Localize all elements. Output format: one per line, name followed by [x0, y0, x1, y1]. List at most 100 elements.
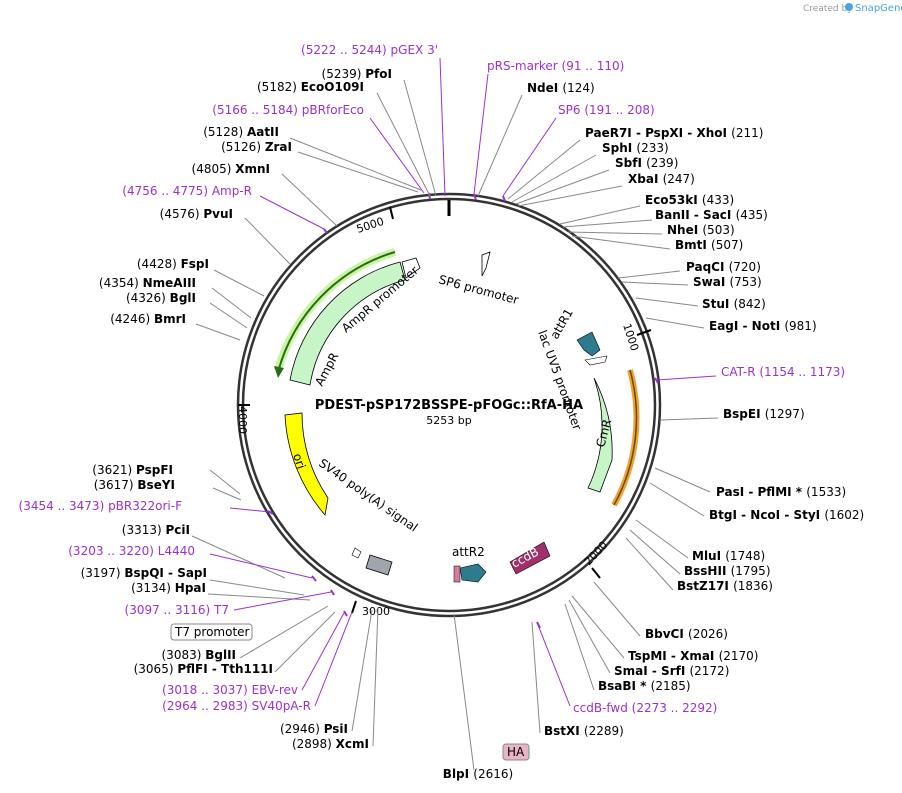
primer-leader-line: [229, 507, 271, 513]
ampr-promoter-arrow: [401, 257, 421, 279]
primer-position: (3454 .. 3473): [19, 499, 109, 513]
enzyme-position: (981): [784, 319, 816, 333]
enzyme-label: NheI (503): [667, 223, 735, 237]
primer-label: (3018 .. 3037) EBV-rev: [162, 683, 298, 697]
enzyme-position: (124): [562, 81, 594, 95]
enzyme-name: PsiI: [324, 722, 348, 736]
enzyme-label: (4246) BmrI: [110, 312, 186, 326]
label-sp6-promoter: SP6 promoter: [437, 272, 520, 307]
enzyme-position: (5126): [221, 140, 265, 154]
enzyme-label: BstXI (2289): [544, 724, 624, 738]
label-sv40: SV40 poly(A) signal: [316, 456, 420, 535]
enzyme-position: (4428): [137, 257, 181, 271]
enzyme-name: BmrI: [154, 312, 186, 326]
enzyme-label: (5128) AatII: [203, 125, 279, 139]
enzyme-label: (5182) EcoO109I: [257, 80, 364, 94]
enzyme-name: PfoI: [365, 67, 392, 81]
primer-leader-line: [314, 611, 353, 707]
enzyme-label: (5239) PfoI: [322, 67, 392, 81]
enzyme-label: SmaI - SrfI (2172): [614, 664, 729, 678]
ha-tag-shape: [453, 565, 461, 583]
enzyme-leader-line: [515, 169, 610, 205]
primer-label: (5166 .. 5184) pBRforEco: [212, 103, 364, 117]
enzyme-label: (3617) BseYI: [94, 478, 175, 492]
enzyme-label: (2898) XcmI: [292, 737, 369, 751]
enzyme-label: BbvCI (2026): [645, 627, 728, 641]
enzyme-leader-line: [209, 579, 305, 596]
enzyme-position: (1795): [731, 564, 771, 578]
primer-label: (4756 .. 4775) Amp-R: [122, 184, 252, 198]
created-by-text: Created by: [803, 4, 853, 14]
enzyme-leader-line: [531, 621, 541, 734]
enzyme-position: (4354): [99, 276, 143, 290]
t7-promoter-box-label: T7 promoter: [174, 625, 250, 639]
enzyme-leader-line: [351, 609, 373, 732]
enzyme-name: BmtI: [675, 238, 711, 252]
enzyme-label: PaqCI (720): [686, 260, 761, 274]
enzyme-position: (435): [736, 208, 768, 222]
enzyme-label: BspEI (1297): [723, 407, 805, 421]
enzyme-label: StuI (842): [702, 297, 766, 311]
enzyme-label: EagI - NotI (981): [709, 319, 817, 333]
ori-shape: [284, 412, 329, 516]
primer-leader-line: [473, 73, 489, 195]
enzyme-leader-line: [477, 94, 523, 197]
label-lines: [191, 57, 719, 771]
primer-label: SP6 (191 .. 208): [558, 103, 655, 117]
enzyme-label: BstZ17I (1836): [677, 579, 773, 593]
enzyme-leader-line: [645, 317, 705, 329]
primer-label: (3097 .. 3116) T7: [125, 603, 229, 617]
enzyme-name: XcmI: [336, 737, 369, 751]
enzyme-name: TspMI - XmaI: [628, 649, 719, 663]
enzyme-leader-line: [562, 219, 653, 228]
plasmid-name: PDEST-pSP172BSSPE-pFOGc::RfA-HA: [315, 398, 583, 413]
enzyme-position: (211): [731, 126, 763, 140]
enzyme-leader-line: [571, 235, 671, 250]
enzyme-leader-line: [629, 529, 681, 575]
enzyme-label: (3621) PspFI: [92, 463, 173, 477]
enzyme-label: (3313) PciI: [122, 523, 190, 537]
enzyme-label: NdeI (124): [527, 81, 595, 95]
enzyme-position: (3083): [162, 648, 206, 662]
enzyme-label: BtgI - NcoI - StyI (1602): [709, 508, 864, 522]
enzyme-name: NheI: [667, 223, 702, 237]
enzyme-leader-line: [274, 611, 336, 673]
enzyme-name: BglII: [205, 648, 236, 662]
primer-label: pRS-marker (91 .. 110): [487, 59, 624, 73]
ha-box-label: HA: [507, 745, 525, 759]
enzyme-leader-line: [621, 281, 689, 286]
t7-promoter-box: [170, 623, 253, 641]
label-texts: (5239) PfoI(5182) EcoO109I(5128) AatII(5…: [19, 43, 865, 781]
primer-position: (91 .. 110): [562, 59, 625, 73]
primer-label: (2964 .. 2983) SV40pA-R: [162, 699, 311, 713]
enzyme-name: MluI: [692, 549, 725, 563]
enzyme-position: (4805): [192, 162, 236, 176]
primer-position: (3097 .. 3116): [125, 603, 215, 617]
enzyme-name: PaqCI: [686, 260, 729, 274]
attr1-shape: [576, 331, 601, 357]
ha-box: [502, 743, 530, 761]
enzyme-position: (2170): [719, 649, 759, 663]
enzyme-position: (247): [663, 172, 695, 186]
primer-name: SP6: [558, 103, 584, 117]
enzyme-position: (3197): [81, 566, 125, 580]
enzyme-name: BspEI: [723, 407, 765, 421]
label-attr2: attR2: [452, 545, 485, 559]
enzyme-name: BbvCI: [645, 627, 688, 641]
primer-name: Amp-R: [212, 184, 252, 198]
enzyme-label: (3197) BspQI - SapI: [81, 566, 207, 580]
sv40-polya-shape: [365, 554, 393, 576]
enzyme-name: EagI - NotI: [709, 319, 784, 333]
enzyme-leader-line: [625, 537, 674, 591]
primer-leader-line: [439, 57, 446, 197]
enzyme-label: (4326) BglI: [126, 291, 196, 305]
enzyme-position: (1297): [765, 407, 805, 421]
enzyme-position: (5182): [257, 80, 301, 94]
primer-leader-line: [656, 375, 717, 381]
enzyme-label: (2946) PsiI: [280, 722, 348, 736]
enzyme-name: BtgI - NcoI - StyI: [709, 508, 824, 522]
primer-position: (4756 .. 4775): [122, 184, 212, 198]
enzyme-leader-line: [212, 487, 242, 501]
enzyme-label: XbaI (247): [628, 172, 695, 186]
tick-2000: 2000: [582, 539, 611, 568]
